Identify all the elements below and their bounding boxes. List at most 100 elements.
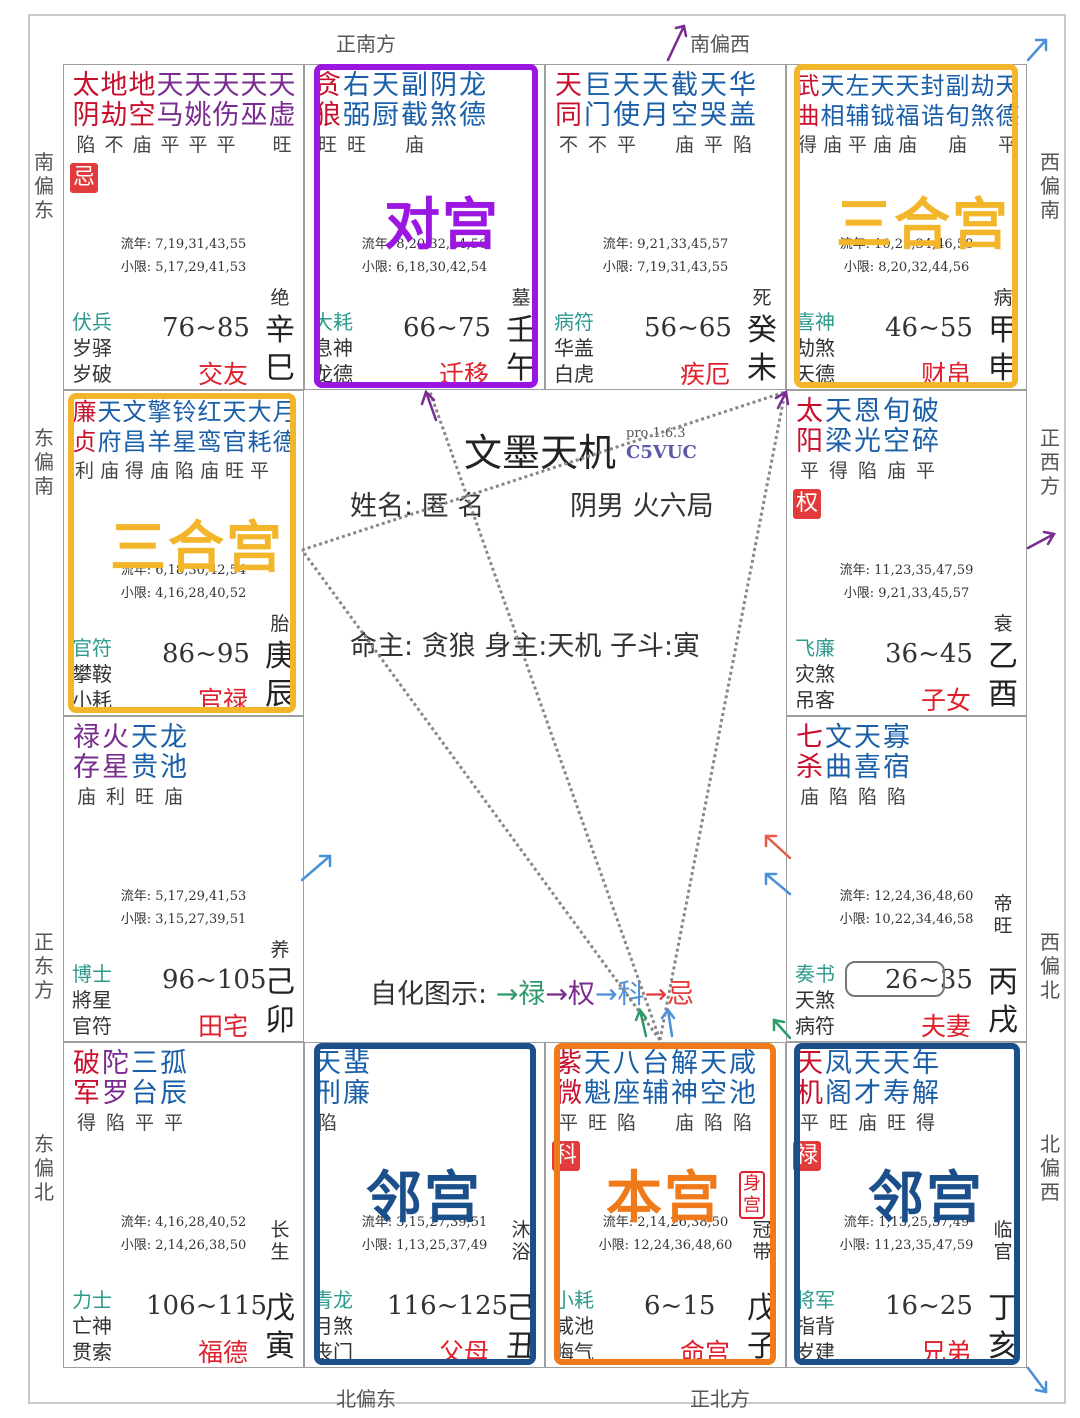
daxian-range: 96~105 (162, 965, 267, 995)
daxian-range: 16~25 (885, 1291, 973, 1321)
palace-name: 夫妻 (921, 1012, 972, 1041)
star-name-top: 廉 (72, 398, 97, 426)
tiangan: 戊 (265, 1291, 295, 1326)
star-brightness: 旺 (886, 1112, 906, 1134)
star-brightness: 陷 (703, 1112, 723, 1134)
star-name-bottom: 煞 (970, 102, 995, 130)
star: 文昌得 (122, 397, 147, 483)
star-name-top: 天 (240, 70, 268, 101)
star: 陀罗陷 (101, 1049, 130, 1135)
star-brightness: 陷 (857, 786, 877, 808)
star-brightness: 得 (76, 1112, 96, 1134)
star-name-bottom: 寿 (883, 1078, 910, 1109)
star-name-bottom: 虚 (268, 100, 296, 131)
star-brightness: 得 (915, 1112, 935, 1134)
star-name-top: 天 (854, 1048, 881, 1079)
star-name-bottom: 才 (854, 1078, 881, 1109)
highlight-lingong-hai-label: 邻宫 (868, 1166, 984, 1231)
star-name-top: 陀 (102, 1048, 129, 1079)
star-brightness: 庙 (132, 134, 152, 156)
star-name-bottom: 星 (102, 752, 129, 783)
boshi-god: 喜神 (795, 310, 835, 334)
daxian-range: 46~55 (885, 313, 973, 343)
star-name-bottom: 魁 (584, 1078, 611, 1109)
star-brightness: 平 (249, 460, 269, 482)
star: 天马平 (156, 71, 184, 157)
star-name-bottom: 曲 (825, 752, 852, 783)
star-list: 七杀庙文曲陷天喜陷寡宿陷 (795, 723, 1020, 809)
palace-si[interactable]: 太阴陷地劫不地空庙天马平天姚平天伤平天巫天虚旺忌流年: 7,19,31,43,5… (63, 64, 304, 390)
star: 龙池庙 (159, 723, 188, 809)
star: 天梁得 (824, 397, 853, 483)
star: 巨门不 (583, 71, 612, 157)
star: 大耗平 (247, 397, 272, 483)
star-brightness: 平 (616, 134, 636, 156)
star-name-bottom: 盖 (729, 100, 756, 131)
star-name-bottom: 昌 (122, 428, 147, 456)
star-brightness: 庙 (886, 460, 906, 482)
sihua-badge: 权 (793, 489, 821, 519)
star: 天官旺 (222, 397, 247, 483)
star: 天空陷 (699, 1049, 728, 1135)
star-brightness: 平 (799, 1112, 819, 1134)
daxian-range: 66~75 (403, 313, 491, 343)
boshi-god: 将军 (795, 1288, 835, 1312)
changsheng-state: 长生 (270, 1219, 290, 1263)
star-name-top: 红 (197, 398, 222, 426)
arrow-caibo (774, 389, 790, 410)
daxian-range: 86~95 (162, 639, 250, 669)
xiaoxian-years: 小限: 5,17,29,41,53 (120, 260, 247, 275)
star-name-bottom: 辰 (160, 1078, 187, 1109)
star-brightness: 旺 (272, 134, 292, 156)
star: 龙德 (458, 71, 487, 157)
boshi-god: 奏书 (795, 962, 835, 986)
star-name-top: 天 (895, 72, 920, 100)
star-name-top: 恩 (854, 396, 881, 427)
star-list: 武曲得天相庙左辅平天钺庙天福庙封诰副旬庙劫煞天德平 (795, 71, 1020, 157)
star-name-top: 寡 (883, 722, 910, 753)
daxian-range: 76~85 (162, 313, 250, 343)
suijian-god: 咸池 (554, 1314, 594, 1338)
star-name-bottom: 贵 (131, 752, 158, 783)
star-name-bottom: 同 (555, 100, 582, 131)
star: 解神庙 (670, 1049, 699, 1135)
star: 太阴陷 (72, 71, 100, 157)
star-brightness: 陷 (886, 786, 906, 808)
star-brightness: 利 (105, 786, 125, 808)
highlight-sanhe-caibo-label: 三合宫 (836, 193, 1010, 258)
star-name-bottom: 相 (820, 102, 845, 130)
star-brightness: 平 (134, 1112, 154, 1134)
direction-left-1: 南偏东 (34, 150, 54, 222)
star-brightness: 庙 (149, 460, 169, 482)
jiangqian-god: 贯索 (72, 1340, 112, 1364)
star-name-top: 劫 (970, 72, 995, 100)
star-list: 贪狼旺右弼旺天厨副截庙阴煞龙德 (313, 71, 538, 157)
changsheng-state: 冠带 (752, 1219, 772, 1263)
star: 廉贞利 (72, 397, 97, 483)
star-name-bottom: 弼 (343, 100, 370, 131)
boshi-god: 小耗 (554, 1288, 594, 1312)
star-name-bottom: 喜 (854, 752, 881, 783)
jiangqian-god: 吊客 (795, 688, 835, 712)
highlight-lingong-chou: 邻宫 (314, 1043, 536, 1365)
star: 天伤平 (212, 71, 240, 157)
star-brightness: 庙 (897, 134, 917, 156)
star-name-top: 破 (912, 396, 939, 427)
boshi-god: 伏兵 (72, 310, 112, 334)
star-name-top: 天 (222, 398, 247, 426)
star-brightness: 平 (188, 134, 208, 156)
tiangan: 己 (265, 965, 295, 1000)
star-brightness: 平 (847, 134, 867, 156)
palace-chen[interactable]: 廉贞利天府庙文昌得擎羊庙铃星陷红鸾庙天官旺大耗平月德流年: 6,18,30,42… (63, 390, 304, 716)
master-field: 命主: 贪狼 身主:天机 子斗:寅 (350, 631, 701, 662)
star-name-bottom: 池 (729, 1078, 756, 1109)
arrow-xu-ke (764, 872, 792, 896)
star-name-top: 天 (156, 70, 184, 101)
